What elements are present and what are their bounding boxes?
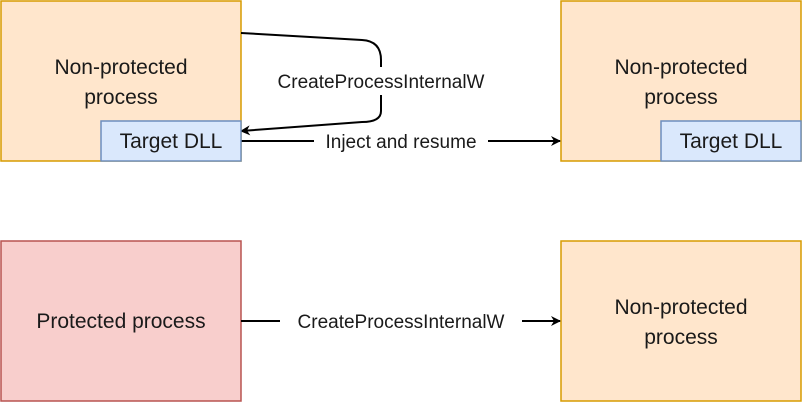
- top-right-process-label-line2: process: [644, 86, 718, 109]
- bottom-right-process-label-line2: process: [644, 326, 718, 349]
- top-left-process-label-line1: Non-protected: [54, 56, 187, 79]
- bottom-right-non-protected-process: Non-protected process: [560, 240, 802, 402]
- self-loop-label-background: [259, 67, 503, 95]
- protected-process-box: [0, 240, 242, 402]
- bottom-right-process-box: [560, 240, 802, 402]
- protected-process-label: Protected process: [36, 310, 205, 333]
- bottom-label-background: [280, 308, 522, 334]
- top-left-process-label-line2: process: [84, 86, 158, 109]
- top-right-non-protected-process: Non-protected process: [560, 0, 802, 162]
- top-right-process-label-line1: Non-protected: [614, 56, 747, 79]
- top-right-target-dll-label: Target DLL: [680, 130, 783, 153]
- top-left-target-dll: Target DLL: [100, 120, 242, 162]
- top-right-target-dll-box: [660, 120, 802, 162]
- top-left-target-dll-box: [100, 120, 242, 162]
- bottom-right-process-label-line1: Non-protected: [614, 296, 747, 319]
- top-left-target-dll-label: Target DLL: [120, 130, 223, 153]
- inject-resume-label: Inject and resume: [325, 132, 476, 153]
- bottom-create-process-label: CreateProcessInternalW: [298, 312, 505, 333]
- self-loop-label: CreateProcessInternalW: [278, 72, 485, 93]
- bottom-left-protected-process: Protected process: [0, 240, 242, 402]
- top-right-target-dll: Target DLL: [660, 120, 802, 162]
- inject-label-background: [314, 128, 488, 154]
